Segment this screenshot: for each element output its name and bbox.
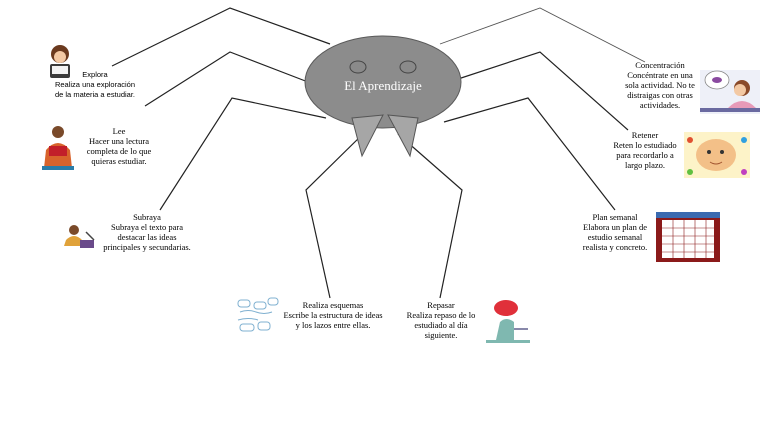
child-writing-icon: [64, 225, 95, 248]
node-explora-line-1: Realiza una exploración: [54, 80, 136, 89]
node-repasar: Repasar Realiza repaso de lo estudiado a…: [396, 300, 486, 340]
node-esquemas-line-2: y los lazos entre ellas.: [295, 320, 371, 330]
leg-concentracion: [439, 7, 646, 63]
node-concentracion-line-1: Concéntrate en una: [627, 70, 693, 80]
node-plan-line-1: Elabora un plan de: [583, 222, 647, 232]
child-reading-icon: [45, 44, 75, 80]
leg-repasar: [397, 133, 463, 299]
node-explora-line-2: de la materia a estudiar.: [54, 90, 136, 99]
node-repasar-title: Repasar: [427, 300, 455, 310]
node-esquemas: Realiza esquemas Escribe la estructura d…: [268, 300, 398, 330]
leg-lee: [144, 51, 309, 107]
node-explora-title: Explora: [82, 70, 108, 79]
node-repasar-line-2: estudiado al día: [414, 320, 468, 330]
brain-memory-icon: [684, 132, 750, 178]
node-concentracion-line-3: distraigas con otras: [627, 90, 693, 100]
person-thinking-icon: [486, 300, 530, 343]
node-esquemas-line-1: Escribe la estructura de ideas: [283, 310, 383, 320]
node-subraya-line-3: principales y secundarias.: [103, 242, 191, 252]
node-repasar-line-1: Realiza repaso de lo: [406, 310, 476, 320]
node-lee-title: Lee: [112, 126, 126, 136]
center-title: El Aprendizaje: [344, 78, 422, 93]
node-lee: Lee Hacer una lectura completa de lo que…: [74, 126, 164, 166]
node-plan-line-3: realista y concreto.: [582, 242, 648, 252]
woman-reading-icon: [42, 126, 74, 170]
node-subraya: Subraya Subraya el texto para destacar l…: [92, 212, 202, 252]
node-subraya-line-1: Subraya el texto para: [111, 222, 183, 232]
diagram-sketch-icon: [237, 297, 279, 332]
node-explora: Explora Realiza una exploración de la ma…: [40, 70, 150, 100]
spider-fang-left: [351, 114, 384, 158]
node-lee-line-3: quieras estudiar.: [91, 156, 147, 166]
woman-concentrating-icon: [700, 70, 760, 114]
node-repasar-line-3: siguiente.: [424, 330, 458, 340]
node-subraya-line-2: destacar las ideas: [117, 232, 177, 242]
node-retener: Retener Reten lo estudiado para recordar…: [600, 130, 690, 170]
leg-esquemas: [305, 131, 366, 299]
node-esquemas-title: Realiza esquemas: [302, 300, 364, 310]
leg-explora: [111, 7, 331, 67]
node-concentracion-line-2: sola actividad. No te: [625, 80, 695, 90]
node-retener-line-2: para recordarlo a: [616, 150, 674, 160]
node-plan-line-2: estudio semanal: [587, 232, 643, 242]
node-retener-line-3: largo plazo.: [625, 160, 665, 170]
node-subraya-title: Subraya: [133, 212, 161, 222]
node-lee-line-1: Hacer una lectura: [89, 136, 149, 146]
calendar-icon: [656, 212, 720, 262]
leg-subraya: [159, 97, 327, 211]
spider-eye-left: [349, 60, 367, 74]
leg-retener: [454, 51, 629, 131]
spider-fang-right: [387, 114, 419, 158]
spider-eye-right: [399, 60, 417, 74]
leg-plan: [443, 97, 616, 211]
node-plan: Plan semanal Elabora un plan de estudio …: [572, 212, 658, 252]
node-lee-line-2: completa de lo que: [86, 146, 152, 156]
spider-body: [304, 35, 462, 129]
node-retener-title: Retener: [631, 130, 659, 140]
node-concentracion-line-4: actividades.: [639, 100, 681, 110]
node-retener-line-1: Reten lo estudiado: [613, 140, 677, 150]
node-concentracion-title: Concentración: [635, 60, 685, 70]
node-plan-title: Plan semanal: [592, 212, 638, 222]
node-concentracion: Concentración Concéntrate en una sola ac…: [612, 60, 708, 110]
